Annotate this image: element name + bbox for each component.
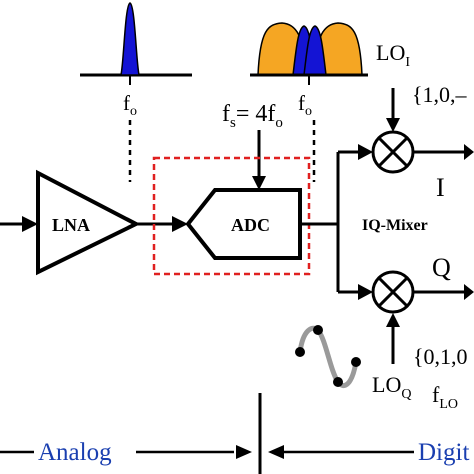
adc-stage: ADC (152, 156, 311, 276)
multiply-icon (377, 276, 409, 308)
digital-span-arrow (268, 445, 284, 459)
freq-label-fo-right: fo (298, 91, 312, 119)
sampled-sine-icon (295, 325, 361, 388)
lna-triangle (36, 169, 141, 276)
lo-i-sequence: {1,0,– (412, 82, 468, 107)
freq-label-fo-left: fo (123, 91, 137, 119)
iq-split: IQ-Mixer (300, 144, 428, 300)
sampling-frequency-label: fs= 4fo (222, 101, 283, 131)
sampled-spectrum: fo (250, 22, 368, 182)
lo-q-label: LOQ (372, 372, 411, 402)
adc-highlight-box (152, 156, 311, 276)
lo-q-sequence: {0,1,0 (413, 344, 468, 369)
sine-wave (297, 325, 359, 388)
multiply-icon (377, 136, 409, 168)
lna-stage: LNA (0, 169, 188, 276)
analog-span-arrow (236, 445, 252, 459)
i-output-label: I (436, 173, 445, 202)
q-output-arrow (464, 284, 474, 300)
f-lo-label: fLO (432, 382, 458, 412)
analog-label-bg (34, 438, 136, 466)
q-output-label: Q (432, 253, 451, 282)
q-mixer: Q LOQ {0,1,0 fLO (371, 253, 474, 412)
sampling-clock: fs= 4fo (222, 101, 283, 190)
lo-q-arrow (386, 313, 400, 327)
i-branch-arrow (358, 144, 373, 160)
clock-arrow-head (252, 176, 266, 190)
signal-peak-b (303, 25, 327, 76)
i-output-arrow (464, 144, 474, 160)
domain-divider: Analog Digit (0, 393, 474, 474)
sample-dot (333, 377, 343, 387)
digital-label: Digit (418, 439, 469, 466)
lo-i-arrow (386, 118, 400, 132)
signal-peak (120, 2, 140, 76)
adc-input-arrow-head (172, 216, 188, 232)
sample-dot (351, 357, 361, 367)
lna-label: LNA (52, 215, 90, 235)
iq-mixer-label: IQ-Mixer (362, 217, 428, 234)
adc-label: ADC (231, 215, 270, 235)
q-branch-arrow (358, 284, 373, 300)
digital-label-bg (414, 438, 474, 466)
analog-label: Analog (38, 439, 112, 466)
sample-dot (313, 325, 323, 335)
input-spectrum: fo (80, 2, 192, 182)
i-mixer: I LOI {1,0,– (371, 40, 474, 202)
input-arrow-head (22, 216, 38, 232)
sample-dot (295, 347, 305, 357)
lo-i-label: LOI (376, 40, 410, 70)
